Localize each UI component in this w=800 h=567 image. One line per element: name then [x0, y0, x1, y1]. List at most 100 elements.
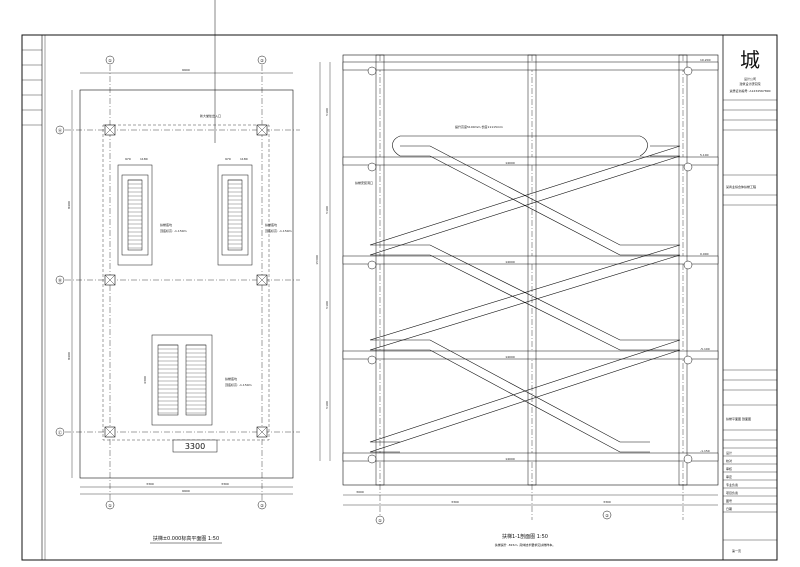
title-block: 城 设计公司 建筑设计研究院 资质证书编号: A1234567890 某商业综合…	[722, 34, 778, 561]
title-block-rules	[723, 99, 777, 541]
title-block-row-label: 项目负责	[726, 490, 738, 495]
span-label: 14000	[505, 161, 515, 165]
sheet-number: 第一页	[732, 548, 741, 553]
right-section: 14000 14000 14000 14000 提升高度5100mm,长度111…	[315, 54, 719, 547]
plan-outline	[79, 89, 294, 479]
level-mark: 10.200	[700, 58, 711, 62]
left-plan: ① ② ① ② Ⓐ Ⓑ Ⓒ	[55, 55, 300, 544]
section-dim: 5100	[325, 401, 329, 409]
escalator-band	[369, 155, 681, 256]
section-columns	[375, 54, 688, 486]
span-label: 14000	[505, 355, 515, 359]
section-grid-lines	[379, 55, 684, 520]
dim-bottom-right: 3300	[221, 482, 229, 486]
dim-left-lower: 8400	[67, 352, 71, 360]
note-pit: 扶梯底坑	[160, 222, 172, 227]
company-line: 建筑设计研究院	[739, 81, 760, 86]
dim-big: 3300	[185, 442, 205, 451]
stair-dim: 1180	[140, 157, 148, 161]
dim-left-side: 4300	[143, 376, 147, 384]
grid-label: ②	[260, 58, 264, 63]
plan-stair-treads	[128, 179, 242, 414]
title-block-row-label: 校对	[726, 458, 732, 463]
note-pit: 扶梯底坑	[225, 376, 237, 381]
escalator-band	[369, 254, 681, 351]
grid-label: Ⓒ	[58, 429, 62, 435]
escalator-band	[369, 349, 681, 453]
title-block-frame	[722, 34, 778, 561]
dim-highlight-box	[172, 439, 218, 453]
grid-label: Ⓑ	[58, 277, 62, 283]
grid-label: Ⓐ	[58, 127, 62, 133]
title-block-row-label: 审定	[726, 474, 732, 479]
section-slab-circles	[367, 66, 693, 464]
title-block-row-label: 图号	[726, 498, 732, 503]
grid-label: ①	[378, 518, 382, 523]
company-line: 设计公司	[744, 76, 756, 81]
escalator-pit-lower	[151, 334, 213, 426]
escalator-band	[369, 145, 681, 246]
grid-bubble-top-1: ①	[105, 55, 115, 65]
cert-number: 资质证书编号: A1234567890	[729, 88, 770, 93]
binding-margin-ticks	[22, 49, 42, 126]
section-dim: 5100	[325, 108, 329, 116]
escalator-top-handrail	[392, 135, 648, 157]
note-pit-level: 顶底标高: -1.150m	[225, 382, 252, 387]
section-bottom-dim: 3300	[603, 500, 611, 504]
escalator-opening-note: 扶梯安装洞口	[355, 180, 373, 185]
stair-dim: 970	[225, 157, 231, 161]
note-entrance: 新大堂处出入口	[200, 113, 221, 118]
section-grid-bubble-1: ①	[375, 515, 385, 525]
left-plan-caption: 扶梯±0.000标高平面图 1:50	[153, 535, 219, 542]
grid-bubble-left-a: Ⓐ	[55, 125, 65, 135]
project-name: 某商业综合体扶梯工程	[726, 184, 756, 189]
dim-top: 6600	[182, 68, 190, 72]
plan-inner-dashed	[102, 124, 270, 441]
grid-label: ②	[605, 513, 609, 518]
dim-bottom: 6600	[182, 489, 190, 493]
grid-label: ①	[108, 503, 112, 508]
grid-bubble-left-c: Ⓒ	[55, 427, 65, 437]
title-block-row-label: 专业负责	[726, 482, 738, 487]
level-mark: 5.100	[700, 153, 709, 157]
grid-label: ①	[108, 58, 112, 63]
level-mark: -5.100	[700, 347, 710, 351]
title-block-row-label: 审核	[726, 466, 732, 471]
level-marks: 10.200 5.100 0.000 -5.100 -1.150	[700, 58, 711, 453]
note-pit-level: 顶底标高: -1.150m	[265, 228, 292, 233]
level-mark: 0.000	[700, 252, 709, 256]
grid-bubble-top-2: ②	[257, 55, 267, 65]
section-total-dim: 15300	[315, 255, 319, 265]
section-bottom-dim: 3300	[451, 500, 459, 504]
grid-bubble-bottom-1: ①	[105, 500, 115, 510]
escalator-note: 提升高度5100mm,长度11115mm	[455, 124, 503, 129]
section-note: 扶梯提升 -815m, 具体技术要求见扶梯样本。	[495, 542, 556, 547]
escalator-band	[369, 339, 681, 443]
span-label: 14000	[505, 457, 515, 461]
plan-column-hatch	[104, 124, 268, 438]
title-block-row-label: 日期	[726, 506, 732, 511]
dim-left-upper: 8400	[67, 201, 71, 209]
level-mark: -1.150	[700, 449, 710, 453]
stair-dim: 1180	[240, 157, 248, 161]
section-outline	[342, 54, 719, 486]
title-block-row-label: 设计	[726, 450, 732, 455]
section-caption: 扶梯1-1剖面图 1:50	[502, 533, 548, 540]
section-grid-bubble-2: ②	[602, 510, 612, 520]
drawing-name: 扶梯平面图 剖面图	[726, 416, 751, 421]
escalators	[369, 135, 681, 453]
span-label: 14000	[505, 260, 515, 264]
grid-label: ②	[260, 503, 264, 508]
grid-bubble-bottom-2: ②	[257, 500, 267, 510]
dim-bottom-left: 3300	[146, 482, 154, 486]
sheet-border	[21, 34, 778, 561]
stair-dim: 970	[125, 157, 131, 161]
section-bottom-dim: 3000	[356, 490, 364, 494]
section-dim: 5100	[325, 301, 329, 309]
floor-slabs	[342, 61, 719, 462]
section-dim: 5100	[325, 206, 329, 214]
note-pit-level: 顶底标高: -1.150m	[160, 228, 187, 233]
note-pit: 扶梯底坑	[265, 222, 277, 227]
